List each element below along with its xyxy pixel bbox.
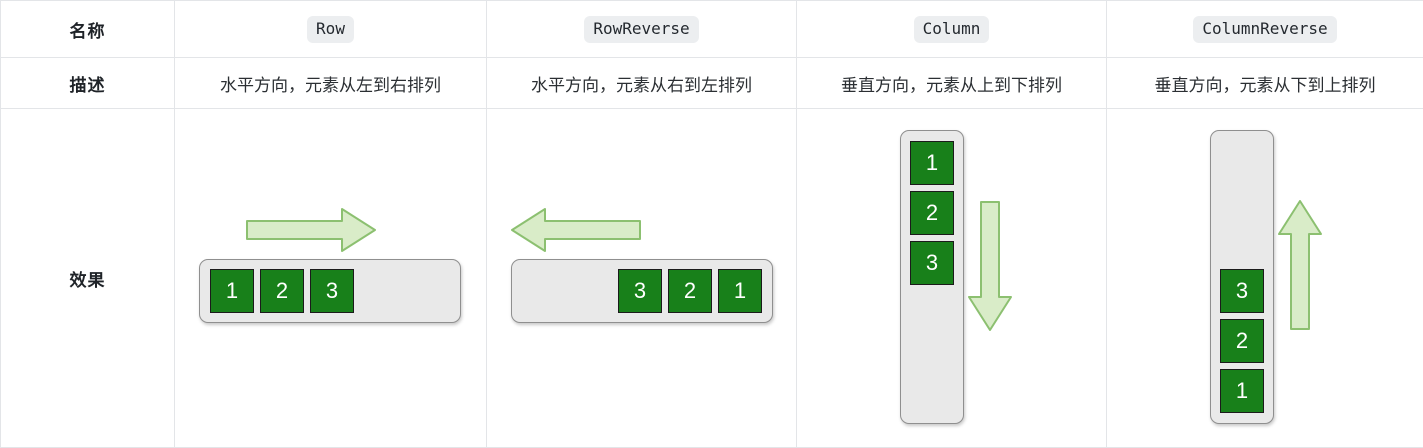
flex-item: 2 xyxy=(1220,319,1264,363)
name-tag-wrapper-row: Row xyxy=(175,1,486,57)
row-label-name: 名称 xyxy=(1,1,175,58)
description-text-columnreverse: 垂直方向，元素从下到上排列 xyxy=(1107,58,1423,108)
cell-effect-rowreverse: 3 2 1 xyxy=(487,109,797,448)
flex-container-columnreverse: 3 2 1 xyxy=(1210,130,1274,424)
name-tag-wrapper-column: Column xyxy=(797,1,1106,57)
flex-item: 3 xyxy=(310,269,354,313)
flex-item: 2 xyxy=(910,191,954,235)
arrow-right-icon xyxy=(245,207,377,253)
arrow-up-icon xyxy=(1277,199,1323,331)
flex-item: 3 xyxy=(910,241,954,285)
cell-description-row: 水平方向，元素从左到右排列 xyxy=(175,58,487,109)
description-text-column: 垂直方向，元素从上到下排列 xyxy=(797,58,1106,108)
diagram-rowreverse: 3 2 1 xyxy=(487,109,796,447)
cell-name-column: Column xyxy=(797,1,1107,58)
flex-item: 2 xyxy=(668,269,712,313)
flex-item: 1 xyxy=(910,141,954,185)
cell-description-column: 垂直方向，元素从上到下排列 xyxy=(797,58,1107,109)
flex-item: 1 xyxy=(718,269,762,313)
cell-effect-row: 1 2 3 xyxy=(175,109,487,448)
code-tag-rowreverse: RowReverse xyxy=(584,16,698,43)
diagram-columnreverse: 3 2 1 xyxy=(1107,109,1423,447)
description-text-row: 水平方向，元素从左到右排列 xyxy=(175,58,486,108)
code-tag-columnreverse: ColumnReverse xyxy=(1193,16,1336,43)
flex-container-column: 1 2 3 xyxy=(900,130,964,424)
code-tag-row: Row xyxy=(307,16,354,43)
flex-item: 1 xyxy=(210,269,254,313)
flex-item: 1 xyxy=(1220,369,1264,413)
diagram-row: 1 2 3 xyxy=(175,109,486,447)
flex-item: 3 xyxy=(618,269,662,313)
flex-item: 2 xyxy=(260,269,304,313)
code-tag-column: Column xyxy=(914,16,990,43)
cell-effect-column: 1 2 3 xyxy=(797,109,1107,448)
table-row-effect: 效果 1 2 3 xyxy=(1,109,1423,448)
cell-description-columnreverse: 垂直方向，元素从下到上排列 xyxy=(1107,58,1423,109)
name-tag-wrapper-columnreverse: ColumnReverse xyxy=(1107,1,1423,57)
row-label-description: 描述 xyxy=(1,58,175,109)
flex-container-row: 1 2 3 xyxy=(199,259,461,323)
name-tag-wrapper-rowreverse: RowReverse xyxy=(487,1,796,57)
table-row-description: 描述 水平方向，元素从左到右排列 水平方向，元素从右到左排列 垂直方向，元素从上… xyxy=(1,58,1423,109)
flex-container-rowreverse: 3 2 1 xyxy=(511,259,773,323)
cell-name-columnreverse: ColumnReverse xyxy=(1107,1,1423,58)
row-label-effect: 效果 xyxy=(1,109,175,448)
cell-description-rowreverse: 水平方向，元素从右到左排列 xyxy=(487,58,797,109)
cell-effect-columnreverse: 3 2 1 xyxy=(1107,109,1423,448)
arrow-left-icon xyxy=(510,207,642,253)
diagram-column: 1 2 3 xyxy=(797,109,1106,447)
table-row-name: 名称 Row RowReverse Column ColumnReverse xyxy=(1,1,1423,58)
cell-name-row: Row xyxy=(175,1,487,58)
arrow-down-icon xyxy=(967,200,1013,332)
flex-item: 3 xyxy=(1220,269,1264,313)
description-text-rowreverse: 水平方向，元素从右到左排列 xyxy=(487,58,796,108)
cell-name-rowreverse: RowReverse xyxy=(487,1,797,58)
